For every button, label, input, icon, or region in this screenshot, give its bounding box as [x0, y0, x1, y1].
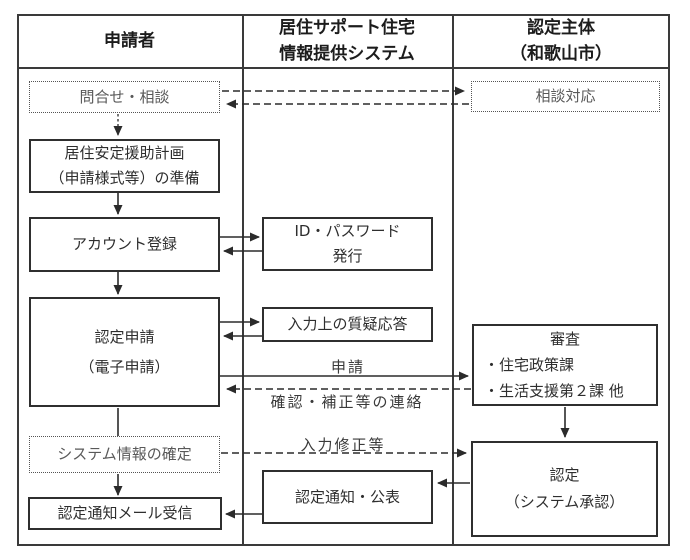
box-label: システム情報の確定: [57, 445, 192, 463]
box-label: 認定通知メール受信: [57, 504, 193, 522]
box-label: （申請様式等）の準備: [49, 169, 200, 187]
column-divider-2: [452, 14, 454, 546]
edge-label-input-fix: 入力修正等: [300, 436, 386, 454]
box-approval: 認定 （システム承認）: [471, 441, 658, 537]
box-label: アカウント登録: [71, 235, 177, 253]
box-label: （電子申請）: [79, 358, 170, 376]
box-mail: 認定通知メール受信: [28, 497, 222, 530]
box-label: ・住宅政策課: [484, 356, 575, 374]
column-header-authority: 認定主体 （和歌山市）: [452, 14, 670, 67]
box-label: 認定: [549, 466, 580, 484]
column-divider-1: [242, 14, 244, 546]
box-qa: 入力上の質疑応答: [262, 307, 433, 342]
diagram-frame: [17, 14, 670, 546]
edge-label-apply: 申請: [330, 358, 365, 376]
header-line: 認定主体: [527, 17, 595, 38]
box-label: 相談対応: [535, 87, 596, 105]
box-label: 認定申請: [94, 328, 155, 346]
edge-label-confirm-contact: 確認・補正等の連絡: [270, 393, 424, 411]
header-line: （和歌山市）: [510, 43, 612, 64]
box-label: 居住安定援助計画: [64, 144, 185, 162]
box-plan: 居住安定援助計画 （申請様式等）の準備: [29, 139, 220, 193]
column-header-system: 居住サポート住宅 情報提供システム: [242, 14, 452, 67]
box-label: ・生活支援第２課 他: [484, 382, 624, 400]
box-notice: 認定通知・公表: [262, 470, 433, 524]
box-label: ID・パスワード: [294, 222, 401, 240]
header-line: 情報提供システム: [279, 43, 415, 64]
box-label: （システム承認）: [504, 493, 625, 511]
box-system-info: システム情報の確定: [29, 436, 220, 473]
box-label: 入力上の質疑応答: [287, 315, 408, 333]
box-label: 認定通知・公表: [294, 487, 400, 506]
box-review: 審査 ・住宅政策課 ・生活支援第２課 他: [472, 324, 658, 406]
box-id-issue: ID・パスワード 発行: [262, 217, 433, 271]
box-application: 認定申請 （電子申請）: [29, 297, 220, 407]
box-consultation: 相談対応: [471, 81, 660, 112]
header-separator-line: [17, 67, 670, 69]
header-line: 申請者: [104, 30, 155, 51]
box-inquiry: 問合せ・相談: [29, 81, 220, 113]
box-account: アカウント登録: [29, 217, 220, 272]
box-label: 問合せ・相談: [79, 87, 170, 106]
box-label: 審査: [549, 330, 580, 348]
header-line: 居住サポート住宅: [279, 17, 415, 38]
box-label: 発行: [332, 247, 363, 265]
column-header-applicant: 申請者: [17, 14, 242, 67]
